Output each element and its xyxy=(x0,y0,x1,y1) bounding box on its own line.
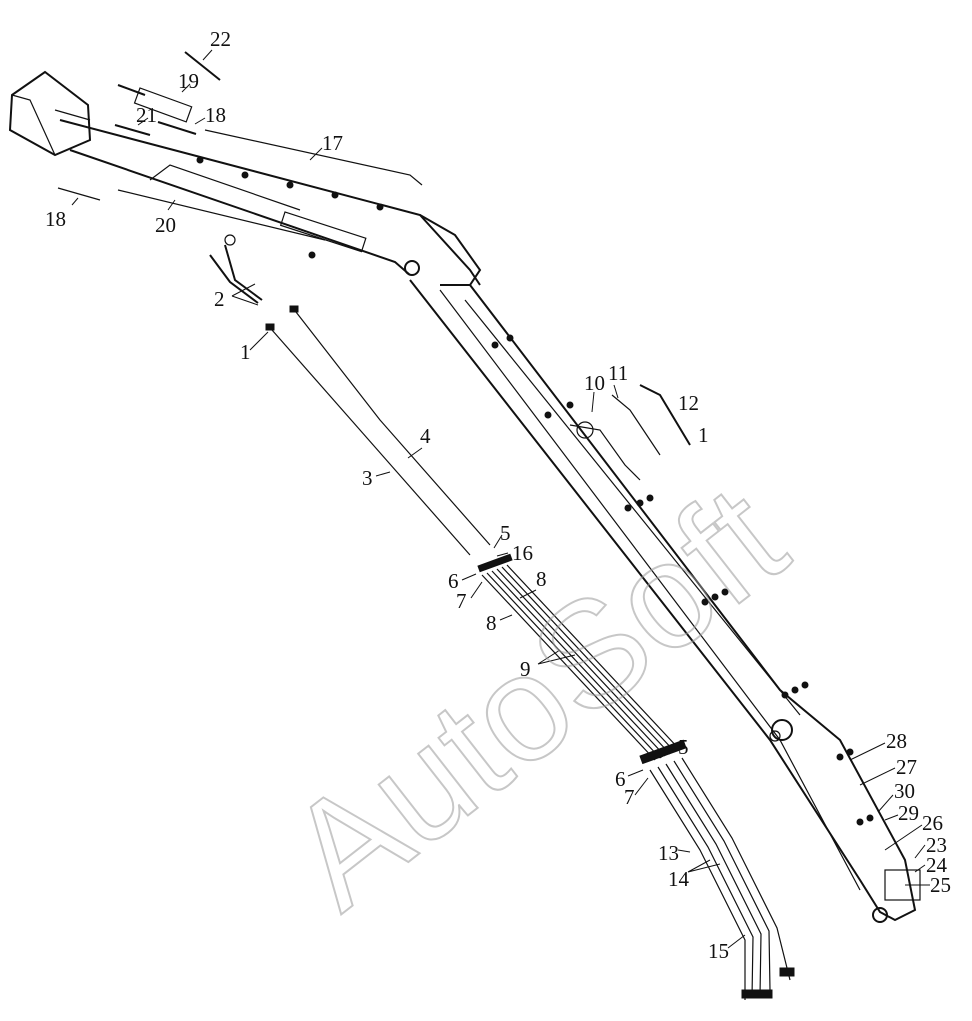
part-18-hose-left xyxy=(57,187,101,201)
label-25: 25 xyxy=(930,873,951,897)
label-24: 24 xyxy=(926,853,948,877)
label-28: 28 xyxy=(886,729,907,753)
part-17-pipe xyxy=(204,129,423,186)
label-6-upper: 6 xyxy=(448,569,459,593)
boom-outline xyxy=(409,279,917,922)
pipes-3-4 xyxy=(265,305,491,556)
boom-pivot-hole xyxy=(769,730,781,742)
label-9: 9 xyxy=(520,657,531,681)
part-2-hose-a xyxy=(224,244,263,301)
label-14: 14 xyxy=(668,867,690,891)
label-12: 12 xyxy=(678,391,699,415)
label-1-left: 1 xyxy=(240,340,251,364)
label-7-lower: 7 xyxy=(624,785,635,809)
label-26: 26 xyxy=(922,811,943,835)
label-3: 3 xyxy=(362,466,373,490)
label-16: 16 xyxy=(512,541,533,565)
boom-pivot xyxy=(771,719,793,741)
label-30: 30 xyxy=(894,779,915,803)
part-18-hose-top xyxy=(157,121,197,135)
hose-bundle-upper xyxy=(477,553,687,765)
label-21: 21 xyxy=(136,103,157,127)
label-18-top: 18 xyxy=(205,103,226,127)
part-4-pipe xyxy=(295,311,491,546)
part-10-fitting xyxy=(576,421,594,439)
label-18-left: 18 xyxy=(45,207,66,231)
part-11-pipe xyxy=(611,394,661,456)
clamp-5-upper xyxy=(477,553,513,573)
part-2-hose-b xyxy=(209,254,259,304)
leader-lines xyxy=(71,49,930,949)
label-13: 13 xyxy=(658,841,679,865)
label-27: 27 xyxy=(896,755,917,779)
boom-clamps xyxy=(491,334,874,826)
part-1-fitting xyxy=(265,323,275,331)
part-2-fitting xyxy=(224,234,236,246)
boom-arm xyxy=(8,70,921,923)
knuckle-pin xyxy=(404,260,420,276)
part-12-hose xyxy=(639,384,691,446)
boom-foot-pin xyxy=(872,907,888,923)
label-29: 29 xyxy=(898,801,919,825)
part-15-fittings xyxy=(741,989,773,999)
part-19-rod xyxy=(117,84,146,96)
label-5-upper: 5 xyxy=(500,521,511,545)
label-23: 23 xyxy=(926,833,947,857)
top-parts xyxy=(57,51,423,304)
label-8-a: 8 xyxy=(536,567,547,591)
part-labels: 22 19 18 21 17 18 20 2 1 4 3 10 11 12 1 … xyxy=(45,27,951,963)
part-21-bolt xyxy=(114,124,151,136)
boom-center-line xyxy=(464,299,801,716)
part-22-bolt xyxy=(184,51,221,81)
arm-clamps xyxy=(196,156,384,259)
label-17: 17 xyxy=(322,131,343,155)
label-20: 20 xyxy=(155,213,176,237)
label-15: 15 xyxy=(708,939,729,963)
bucket-body xyxy=(8,70,92,157)
label-11: 11 xyxy=(608,361,628,385)
label-1-right: 1 xyxy=(698,423,709,447)
label-7-upper: 7 xyxy=(456,589,467,613)
arm-inner-edge xyxy=(149,164,301,211)
label-5-lower: 5 xyxy=(678,735,689,759)
part-10-pipe xyxy=(569,424,641,481)
label-19: 19 xyxy=(178,69,199,93)
label-22: 22 xyxy=(210,27,231,51)
label-4: 4 xyxy=(420,424,431,448)
hose-bundle-lower xyxy=(649,757,795,1000)
watermark: AutoSoft xyxy=(257,453,814,940)
part-3-pipe xyxy=(271,329,471,556)
label-6-lower: 6 xyxy=(615,767,626,791)
part-4-fitting xyxy=(289,305,299,313)
label-2: 2 xyxy=(214,287,225,311)
arm-bottom-edge xyxy=(69,149,411,276)
knuckle-plate xyxy=(419,214,482,286)
part-20-pipe xyxy=(117,189,326,241)
part-15-fitting-right xyxy=(779,967,795,977)
bucket-rib xyxy=(54,109,91,121)
part-19-cylinder xyxy=(133,87,193,123)
label-10: 10 xyxy=(584,371,605,395)
pipes-10-12 xyxy=(569,384,691,481)
label-8-b: 8 xyxy=(486,611,497,635)
bucket-edge xyxy=(11,94,56,156)
